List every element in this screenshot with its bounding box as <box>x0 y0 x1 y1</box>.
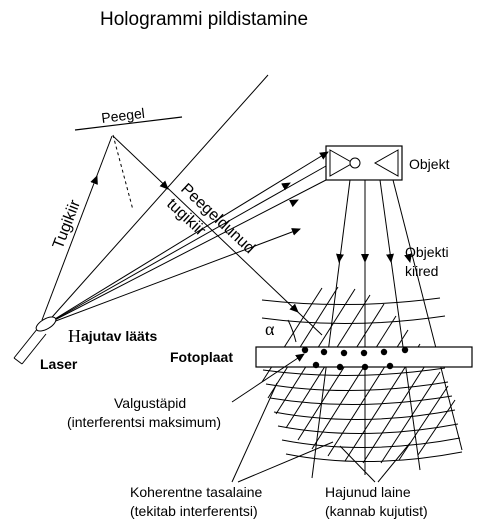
laser-ray-4 <box>44 228 301 326</box>
mirror-normal-dashed <box>112 134 134 211</box>
laser-ray-1 <box>44 151 329 326</box>
laser-device <box>13 316 57 365</box>
scattered-pointer-1 <box>339 445 376 483</box>
scatter-lens <box>35 316 57 332</box>
object-ray-1 <box>311 179 351 479</box>
reference-beam-label: Tugikiir <box>50 197 84 251</box>
scattered-pointer-2 <box>377 442 411 483</box>
object-box <box>325 145 403 181</box>
object-shape-left <box>329 149 355 177</box>
object-ray-3 <box>379 179 421 471</box>
laser-label: Laser <box>40 356 78 372</box>
light-dots-pointer <box>231 353 305 403</box>
scattered-label-2: (kannab kujutist) <box>325 503 428 519</box>
laser-ray-3 <box>44 179 327 326</box>
lens-label-prefix: H <box>68 326 81 346</box>
object-ray-1-arrow <box>336 253 344 263</box>
diagram-title: Hologrammi pildistamine <box>100 9 308 30</box>
lens-label: ajutav lääts <box>81 328 157 344</box>
coherent-label-2: (tekitab interferentsi) <box>130 503 258 519</box>
mirror <box>74 116 183 131</box>
object-label: Objekt <box>409 156 450 172</box>
alpha-arc <box>287 319 297 343</box>
mirror-label: Peegel <box>100 105 145 126</box>
object-lens-circle <box>349 157 361 169</box>
object-rays-label-2: kiired <box>405 263 438 279</box>
object-rays-label-1: Objekti <box>405 244 449 260</box>
coherent-pointer-1 <box>231 382 278 483</box>
laser-ray-2 <box>44 165 327 326</box>
photo-plate-label: Fotoplaat <box>170 349 233 365</box>
object-shape-right <box>373 149 399 177</box>
scattered-wave-arcs <box>261 297 463 462</box>
object-ray-4 <box>392 179 463 451</box>
reference-beam <box>41 135 113 321</box>
laser-ray-2-arrow <box>281 182 291 191</box>
diagonal-guide-line <box>44 74 269 326</box>
laser-ray-3-arrow <box>289 199 299 208</box>
coherent-pointer-2 <box>237 441 334 483</box>
light-dots-label-1: Valgustäpid <box>114 395 186 411</box>
interference-dots <box>301 346 409 371</box>
alpha-label: α <box>265 319 275 339</box>
scattered-label-1: Hajunud laine <box>325 484 411 500</box>
light-dots-label-2: (interferentsi maksimum) <box>67 414 221 430</box>
coherent-label-1: Koherentne tasalaine <box>130 484 263 500</box>
